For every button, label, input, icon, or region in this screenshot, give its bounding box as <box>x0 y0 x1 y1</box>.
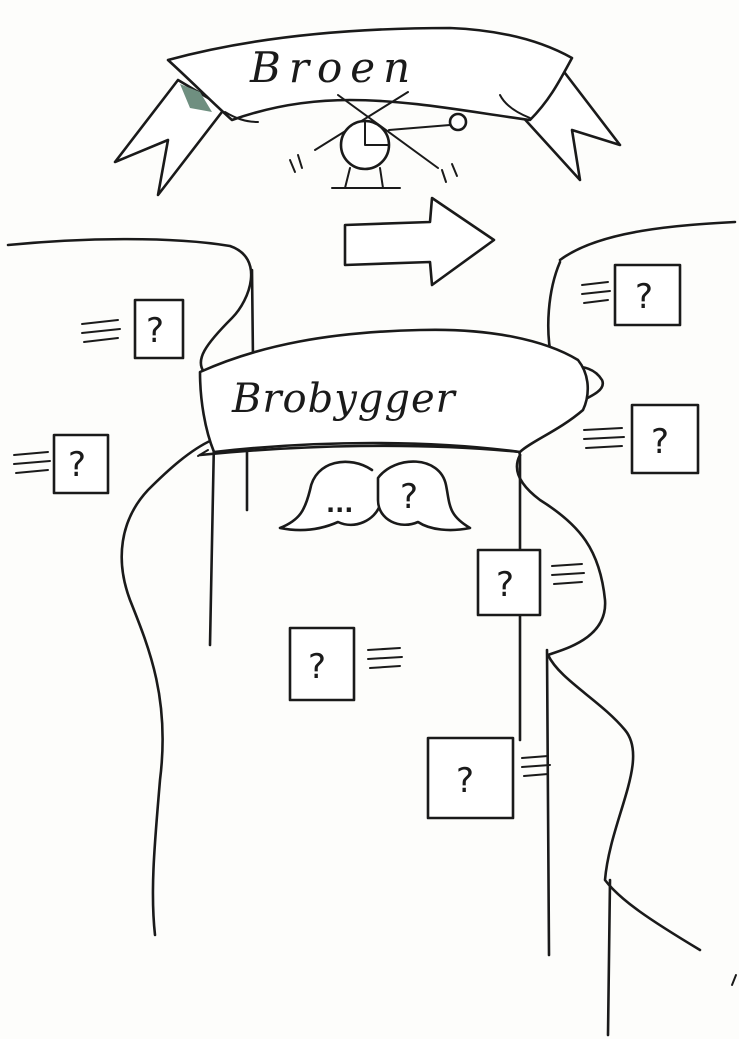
question-card-text: ? <box>68 445 86 485</box>
left-fold-shading <box>180 84 212 112</box>
right-cliff <box>515 220 737 1037</box>
text-lines-icon <box>581 281 611 304</box>
text-lines-icon <box>521 755 551 777</box>
helicopter-icon <box>289 91 468 189</box>
question-card: ? <box>426 736 551 820</box>
question-card: ? <box>583 403 700 475</box>
top-banner: Broen <box>113 26 622 197</box>
text-lines-icon <box>13 451 51 474</box>
speech-bubble-icon: ... ? <box>278 460 472 532</box>
text-lines-icon <box>551 563 585 585</box>
question-card: ? <box>476 548 585 617</box>
arrow-right-icon <box>343 196 496 287</box>
question-card-text: ? <box>456 761 474 801</box>
text-lines-icon <box>583 427 625 449</box>
question-card: ? <box>288 626 403 702</box>
speech-bubble-left-text: ... <box>326 490 353 518</box>
question-card: ? <box>13 433 110 495</box>
question-card-text: ? <box>635 277 653 317</box>
question-card-text: ? <box>308 647 326 687</box>
text-lines-icon <box>81 319 121 343</box>
question-card-text: ? <box>496 565 514 605</box>
bridge-banner: Brobygger <box>197 328 589 457</box>
top-banner-title: Broen <box>249 43 418 92</box>
question-card-text: ? <box>651 422 669 462</box>
bridge-title: Brobygger <box>231 376 458 422</box>
left-cliff <box>6 237 255 937</box>
text-lines-icon <box>367 647 403 669</box>
question-card-text: ? <box>146 311 164 351</box>
question-card: ? <box>581 263 682 327</box>
question-card: ? <box>81 298 185 360</box>
speech-bubble-right-text: ? <box>400 477 418 517</box>
